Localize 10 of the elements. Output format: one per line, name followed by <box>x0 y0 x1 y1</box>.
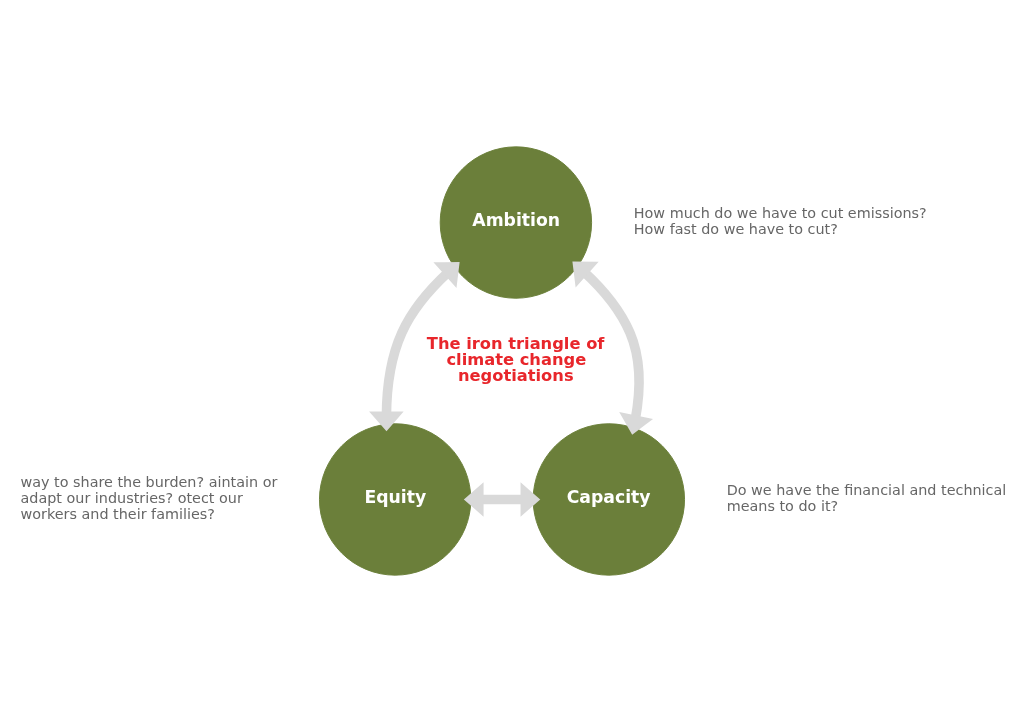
node-label: way to share the burden? aintain or adapt our industries? otect our workers and their families? <box>20 473 278 523</box>
arrow <box>463 482 541 517</box>
node-label: How much do we have to cut emissions? How fast do we have to cut? <box>633 204 927 238</box>
node-circle: Capacity <box>532 423 686 576</box>
node-circle: Equity <box>318 423 472 576</box>
arrow <box>369 262 460 432</box>
label: The iron triangle of climate change negotiations <box>426 333 605 386</box>
node-label: Do we have the financial and technical means to do it? <box>726 481 1007 514</box>
node-circle: Ambition <box>439 146 593 299</box>
arrow <box>572 261 654 435</box>
